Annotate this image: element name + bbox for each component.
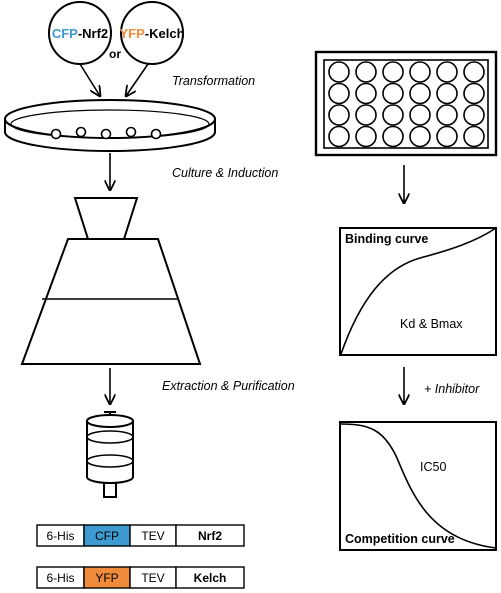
well [355, 104, 377, 126]
well [328, 82, 350, 105]
well [328, 125, 350, 148]
colony [50, 128, 62, 140]
yfp-tag-label: YFP [119, 26, 145, 41]
yfp-kelch-plasmid: YFP-Kelch [119, 1, 185, 65]
colony [75, 126, 87, 138]
well [436, 82, 458, 105]
culture-flask [20, 197, 202, 365]
cfp-tag-label: CFP [52, 26, 78, 41]
well [355, 61, 377, 83]
bacterial-colonies [50, 126, 162, 140]
construct-row: 6-His YFP TEV Kelch [36, 566, 245, 589]
competition-curve-plot: IC50 Competition curve [339, 421, 497, 551]
well [328, 61, 350, 83]
binding-curve-annotation: Kd & Bmax [400, 317, 463, 331]
extraction-label: Extraction & Purification [162, 379, 295, 393]
protein-segment-box [175, 566, 245, 589]
well [436, 125, 458, 148]
svg-text:YFP-Kelch: YFP-Kelch [119, 26, 184, 41]
nrf2-label: -Nrf2 [78, 26, 108, 41]
fp-segment-label: YFP [95, 571, 118, 585]
inhibitor-label: + Inhibitor [424, 382, 480, 396]
plate-wells [328, 61, 485, 148]
his-tag-segment-label: 6-His [46, 571, 74, 585]
well-plate [314, 50, 498, 157]
transformation-label: Transformation [172, 74, 255, 88]
fp-segment-label: CFP [95, 529, 119, 543]
binding-curve-line [340, 227, 497, 355]
well [409, 61, 431, 83]
kelch-label: -Kelch [145, 26, 185, 41]
arrow-yfp-to-dish [126, 63, 149, 96]
well [409, 125, 431, 148]
well [463, 125, 485, 148]
tev-site-segment-label: TEV [141, 571, 164, 585]
competition-curve-line [340, 423, 497, 549]
protein-segment-box [175, 524, 245, 547]
tev-site-segment-label: TEV [141, 529, 164, 543]
well [436, 61, 458, 83]
well [382, 61, 404, 83]
well [409, 82, 431, 105]
binding-curve-title: Binding curve [345, 232, 428, 246]
his-tag-segment-label: 6-His [46, 529, 74, 543]
well [355, 125, 377, 148]
cfp-nrf2-plasmid: CFP-Nrf2 [48, 1, 112, 65]
well [382, 82, 404, 105]
binding-curve-plot: Binding curve Kd & Bmax [339, 227, 497, 356]
construct-row: 6-His CFP TEV Nrf2 [36, 524, 245, 547]
well [382, 125, 404, 148]
well [382, 104, 404, 126]
or-label: or [109, 47, 121, 61]
arrow-cfp-to-dish [79, 63, 100, 96]
well [463, 104, 485, 126]
well [436, 104, 458, 126]
colony [125, 126, 137, 138]
competition-curve-annotation: IC50 [420, 460, 446, 474]
purification-column [86, 411, 134, 498]
colony [150, 128, 162, 140]
well [328, 104, 350, 126]
svg-text:CFP-Nrf2: CFP-Nrf2 [52, 26, 108, 41]
culture-label: Culture & Induction [172, 166, 278, 180]
protein-segment-label: Nrf2 [198, 529, 222, 543]
competition-curve-title: Competition curve [345, 532, 455, 546]
petri-dish [4, 99, 216, 152]
colony [100, 128, 112, 140]
well [355, 82, 377, 105]
protein-segment-label: Kelch [194, 571, 227, 585]
well [463, 61, 485, 83]
well [409, 104, 431, 126]
well [463, 82, 485, 105]
